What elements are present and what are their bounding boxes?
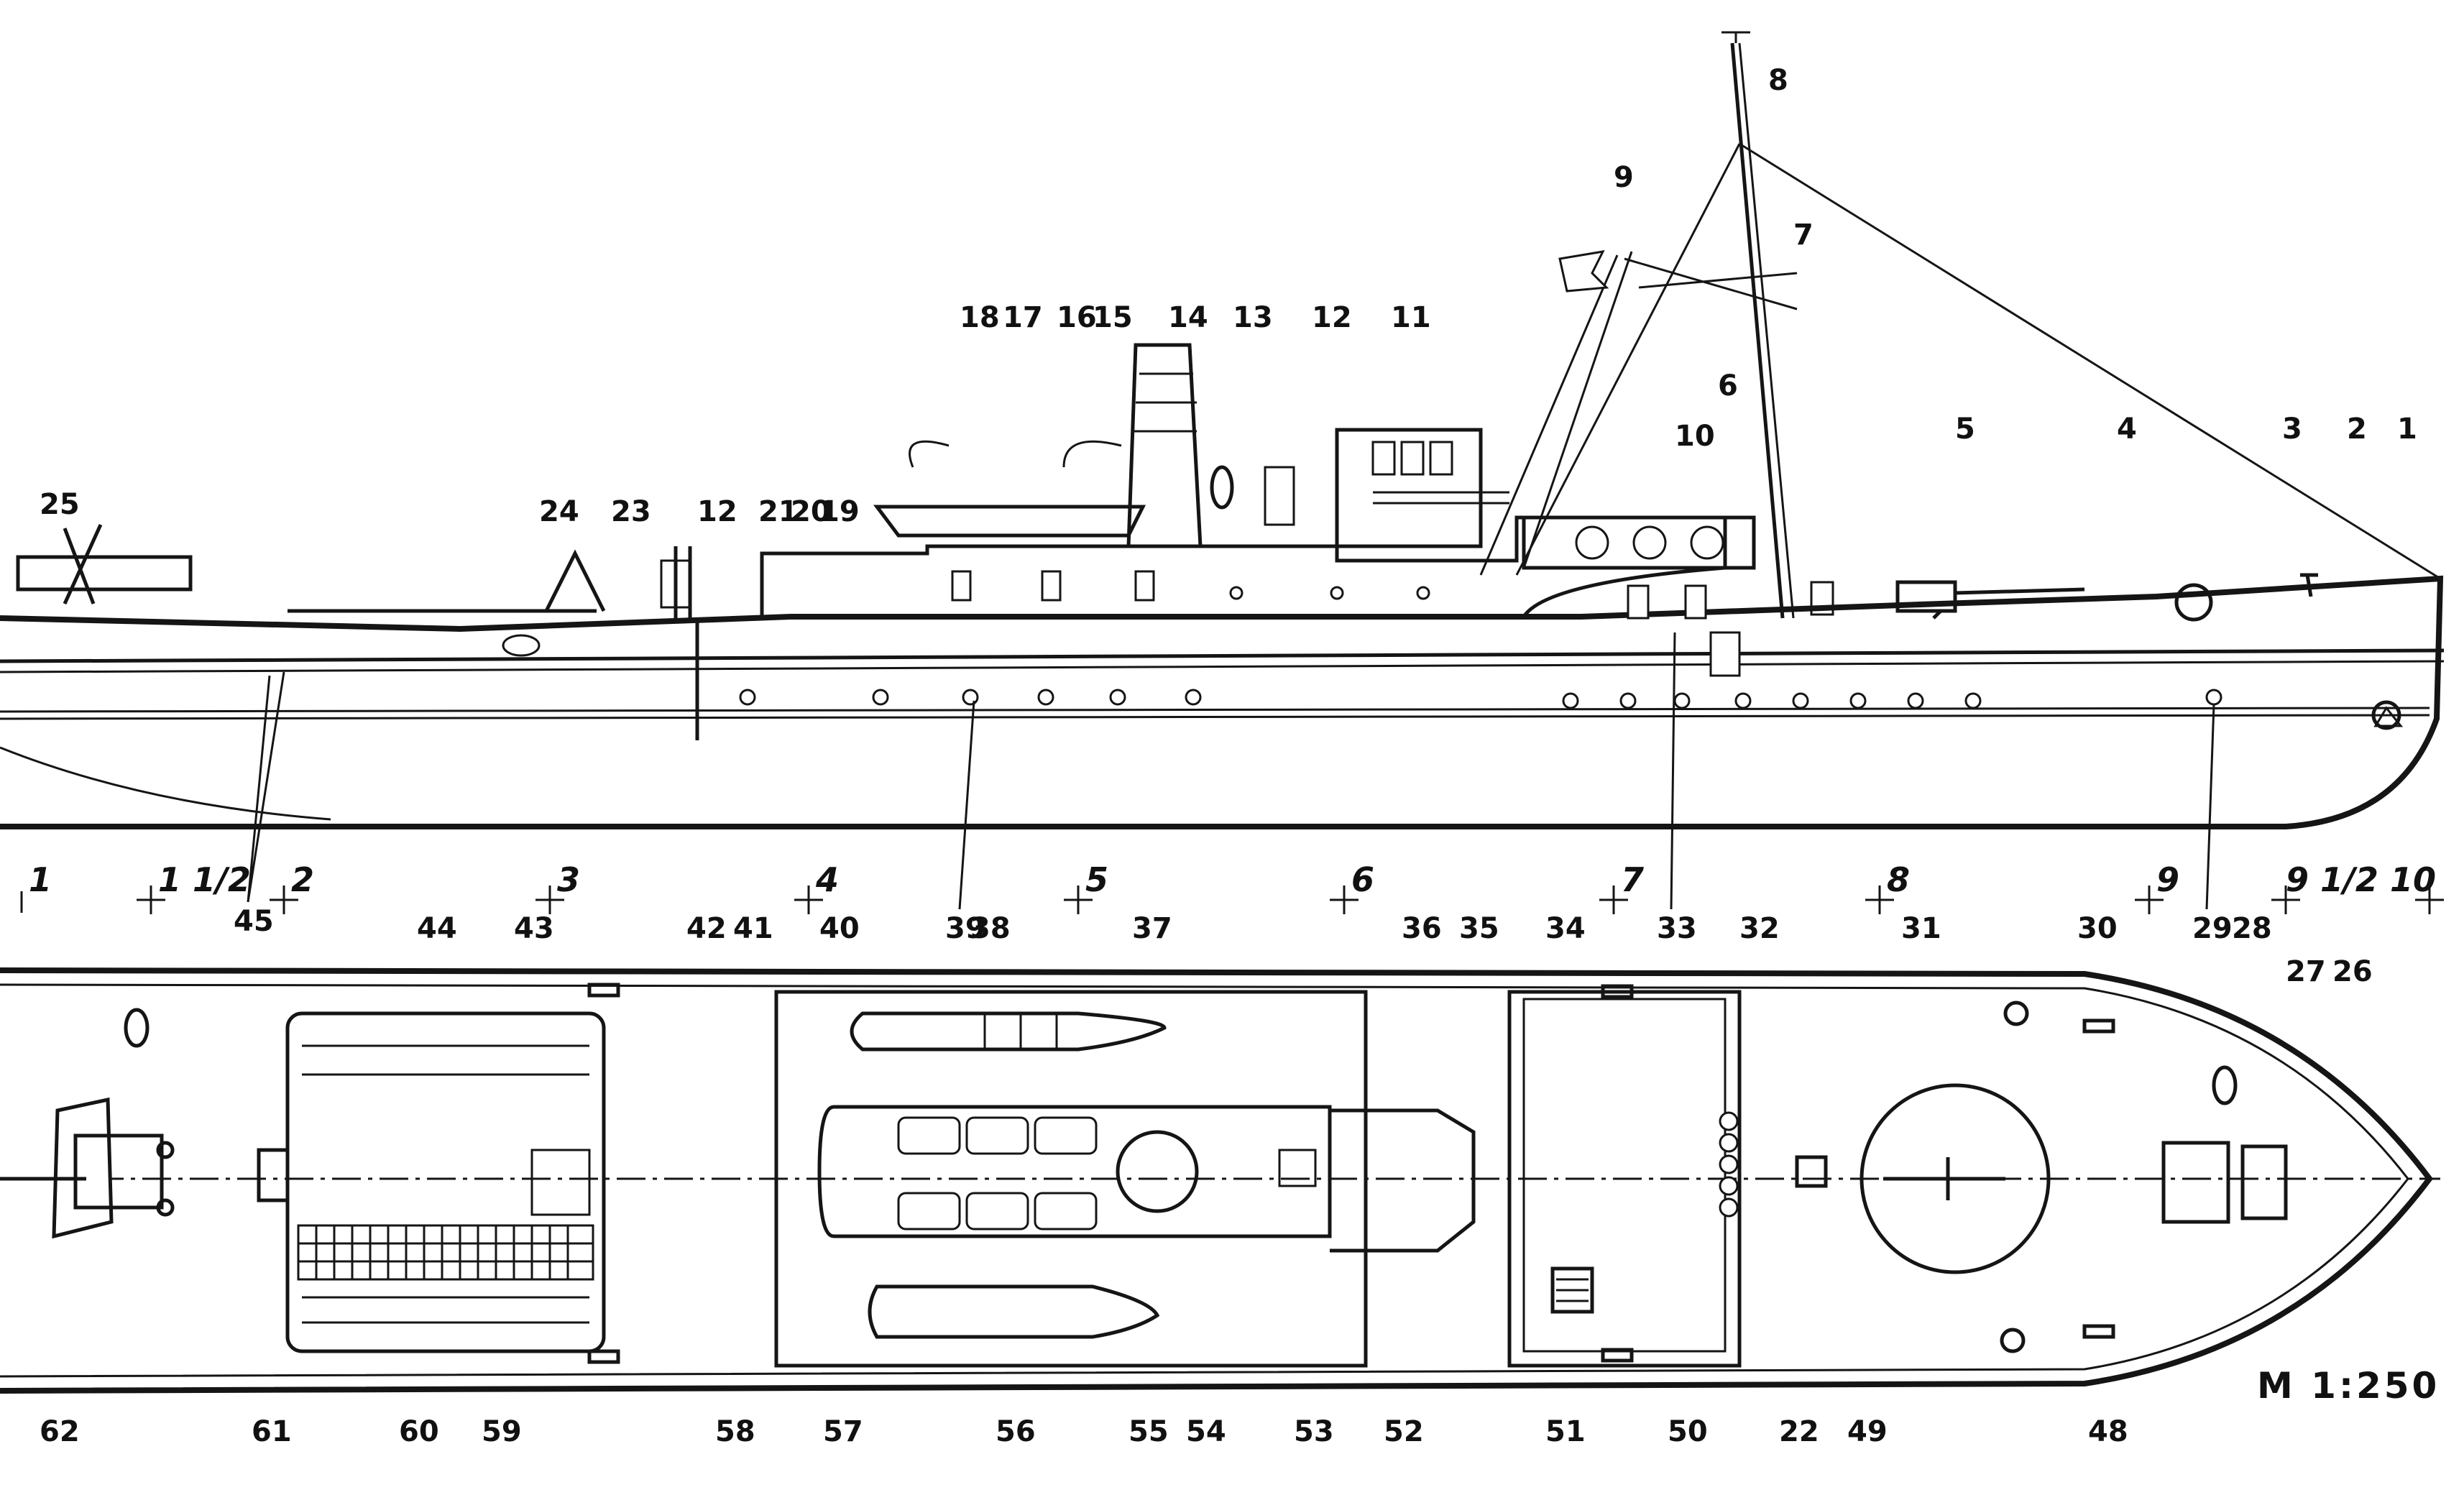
- station-label: 10: [2390, 860, 2436, 899]
- callout-label: 24: [539, 495, 579, 528]
- side-aft-gun: [16, 523, 193, 605]
- plan-deckhouse: [774, 990, 1368, 1368]
- side-hull: [0, 575, 2444, 829]
- callout-label: 14: [1168, 301, 1208, 334]
- callout-label: 12: [1312, 301, 1352, 334]
- plan-rack-grid: [297, 1224, 594, 1281]
- callout-label: 50: [1668, 1415, 1708, 1448]
- callout-label: 19: [819, 495, 860, 528]
- callout-label: 29: [2192, 912, 2233, 945]
- callout-label: 28: [2232, 912, 2272, 945]
- callout-label: 56: [996, 1415, 1036, 1448]
- callout-label: 44: [417, 912, 457, 945]
- callout-label: 33: [1657, 912, 1697, 945]
- station-marks: 1 1 1/2 2 3 4 5 6 7 8 9 9 1/2 10: [20, 860, 2444, 914]
- callout-label: 23: [611, 495, 651, 528]
- callout-label: 2: [2347, 413, 2367, 446]
- callout-label: 30: [2077, 912, 2118, 945]
- station-label: 5: [1085, 860, 1108, 899]
- callout-label: 18: [960, 301, 1000, 334]
- callout-label: 6: [1718, 369, 1738, 402]
- callout-label: 51: [1545, 1415, 1586, 1448]
- station-label: 4: [815, 860, 839, 899]
- callout-label: 27: [2286, 955, 2326, 988]
- callout-label: 16: [1057, 301, 1097, 334]
- station-label: 9: [2156, 860, 2179, 899]
- station-label: 9 1/2: [2286, 860, 2378, 899]
- callout-label: 22: [1779, 1415, 1819, 1448]
- callout-label: 4: [2117, 413, 2137, 446]
- side-deckhouse: [760, 515, 1727, 618]
- callout-label: 10: [1675, 420, 1715, 453]
- callout-label: 25: [40, 488, 80, 521]
- callout-label: 32: [1739, 912, 1780, 945]
- callout-label: 52: [1384, 1415, 1424, 1448]
- side-view: [0, 31, 2445, 829]
- callout-label: 21: [758, 495, 799, 528]
- plan-funnel: [1116, 1130, 1199, 1213]
- callout-label: 3: [2282, 413, 2302, 446]
- plan-aft-deck-area: [285, 1011, 606, 1353]
- callout-label: 17: [1003, 301, 1043, 334]
- station-label: 8: [1887, 860, 1910, 899]
- station-label: 1: [29, 860, 52, 899]
- side-mast: [1730, 42, 1785, 619]
- callout-label: 49: [1847, 1415, 1888, 1448]
- callout-label: 1: [2397, 413, 2417, 446]
- callout-label: 37: [1132, 912, 1172, 945]
- callout-label: 36: [1402, 912, 1442, 945]
- station-label: 1 1/2: [158, 860, 251, 899]
- callout-label: 59: [482, 1415, 522, 1448]
- callout-label: 61: [252, 1415, 292, 1448]
- plan-aft-gun: [0, 1097, 175, 1239]
- callout-label: 11: [1391, 301, 1431, 334]
- plan-forward-house: [1507, 990, 1742, 1368]
- plan-forward-gun-ring: [1860, 1083, 2051, 1274]
- callout-label: 15: [1093, 301, 1133, 334]
- side-lifeboat: [873, 505, 1146, 538]
- callout-label: 40: [819, 912, 860, 945]
- callout-label: 41: [733, 912, 773, 945]
- plan-view-callouts: 26 27 28 30 31 32 34 35 36 37 38 40 41 4…: [40, 912, 2373, 1448]
- station-label: 2: [291, 860, 314, 899]
- callout-label: 45: [234, 905, 274, 938]
- callout-label: 35: [1459, 912, 1499, 945]
- callout-label: 31: [1901, 912, 1941, 945]
- callout-label: 34: [1545, 912, 1586, 945]
- callout-label: 13: [1233, 301, 1273, 334]
- plan-lifeboat-upper: [850, 1011, 1167, 1052]
- side-forward-gun: [1895, 580, 2085, 620]
- side-portholes: [739, 689, 2222, 709]
- side-funnel: [1126, 343, 1203, 548]
- callout-label: 9: [1614, 161, 1634, 194]
- station-label: 6: [1351, 860, 1374, 899]
- callout-label: 20: [791, 495, 831, 528]
- callout-label: 58: [715, 1415, 755, 1448]
- station-label: 3: [557, 860, 580, 899]
- plan-lifeboat-lower: [868, 1284, 1160, 1339]
- callout-label: 12: [697, 495, 737, 528]
- callout-label: 48: [2088, 1415, 2128, 1448]
- callout-label: 8: [1768, 64, 1788, 97]
- callout-label: 62: [40, 1415, 80, 1448]
- callout-label: 42: [686, 912, 727, 945]
- callout-label: 26: [2332, 955, 2373, 988]
- callout-label: 60: [399, 1415, 439, 1448]
- callout-label: 54: [1186, 1415, 1226, 1448]
- callout-label: 39: [945, 912, 985, 945]
- callout-label: 55: [1128, 1415, 1169, 1448]
- side-forestay: [1739, 142, 2441, 580]
- side-view-callouts: 1 2 3 4 5 6 7 8 9 10 11 12 13 14 15 16 1…: [40, 64, 2417, 945]
- plan-view: [0, 967, 2440, 1394]
- plan-hull: [0, 967, 2434, 1394]
- scale-label: M 1:250: [2257, 1365, 2440, 1407]
- callout-label: 43: [514, 912, 554, 945]
- callout-label: 57: [823, 1415, 863, 1448]
- callout-label: 7: [1793, 218, 1813, 252]
- callout-label: 53: [1294, 1415, 1334, 1448]
- station-label: 7: [1621, 860, 1644, 899]
- callout-label: 5: [1955, 413, 1975, 446]
- callout-label: 38: [970, 912, 1011, 945]
